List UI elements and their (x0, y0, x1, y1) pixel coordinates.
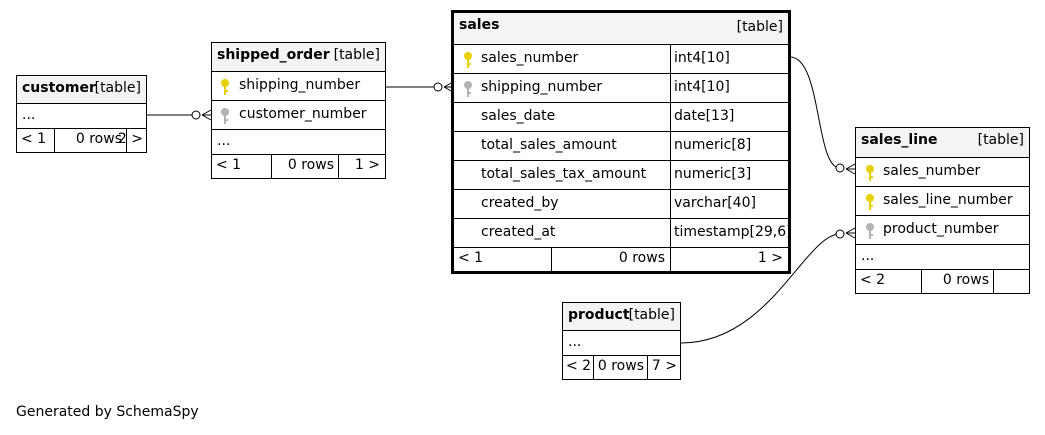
column-name: total_sales_tax_amount (481, 166, 647, 182)
table-type-tag: [table] (333, 47, 380, 63)
row-count: 0 rows (552, 248, 671, 271)
column-name: created_by (481, 195, 559, 211)
column-name: sales_number (883, 163, 981, 179)
parents-count[interactable]: < 1 (212, 155, 272, 178)
column-name: created_at (481, 224, 556, 240)
column-row[interactable]: shipping_number int4[10] (454, 73, 788, 102)
parents-count[interactable]: < 2 (563, 356, 594, 379)
column-name: product_number (883, 221, 999, 237)
column-type: int4[10] (674, 50, 730, 66)
column-name: sales_number (481, 50, 579, 66)
edge-product-sales-line (680, 233, 841, 344)
generator-credit: Generated by SchemaSpy (16, 404, 199, 420)
table-name: customer (22, 80, 96, 96)
table-type-tag: [table] (94, 80, 141, 96)
column-row[interactable]: product_number (856, 215, 1029, 244)
row-count: 0 rows (55, 129, 127, 152)
children-count[interactable]: 1 > (354, 157, 380, 173)
column-type: numeric[3] (674, 166, 752, 182)
table-footer: < 2 0 rows 7 > (563, 355, 680, 379)
column-row[interactable]: created_by varchar[40] (454, 189, 788, 218)
column-row[interactable]: created_at timestamp[29,6] (454, 218, 792, 247)
children-count[interactable] (994, 270, 1029, 293)
columns-ellipsis: ... (856, 244, 1029, 269)
column-name: customer_number (239, 106, 367, 122)
table-name: sales (459, 17, 500, 33)
columns-ellipsis: ... (17, 103, 146, 128)
row-count: 0 rows (594, 356, 648, 379)
table-footer: < 1 0 rows 1 > (212, 154, 385, 178)
column-row[interactable]: sales_date date[13] (454, 102, 788, 131)
parents-count[interactable]: < 2 (856, 270, 922, 293)
table-footer: < 1 0 rows 2 > (17, 128, 146, 152)
columns-ellipsis: ... (212, 129, 385, 154)
edge-crowfoot (845, 163, 856, 175)
column-name: sales_line_number (883, 192, 1013, 208)
edge-optional-marker (835, 163, 845, 173)
column-row[interactable]: sales_number int4[10] (454, 44, 788, 73)
column-type: date[13] (674, 108, 735, 124)
foreign-key-icon (464, 81, 472, 97)
column-row[interactable]: customer_number (212, 100, 385, 129)
table-product[interactable]: product [table] ... < 2 0 rows 7 > (562, 302, 681, 380)
column-type: numeric[8] (674, 137, 752, 153)
edge-sales-sales-line (789, 56, 841, 169)
table-sales-line[interactable]: sales_line [table] sales_number sales_li… (855, 127, 1030, 294)
column-type: timestamp[29,6] (674, 224, 792, 240)
edge-crowfoot (201, 109, 212, 121)
primary-key-icon (866, 194, 874, 210)
column-row[interactable]: sales_number (856, 157, 1029, 186)
column-row[interactable]: total_sales_amount numeric[8] (454, 131, 788, 160)
edge-optional-marker (433, 82, 443, 92)
column-type: int4[10] (674, 79, 730, 95)
columns-ellipsis: ... (563, 330, 680, 355)
column-row[interactable]: sales_line_number (856, 186, 1029, 215)
edge-crowfoot (845, 227, 856, 239)
primary-key-icon (464, 52, 472, 68)
column-row[interactable]: total_sales_tax_amount numeric[3] (454, 160, 788, 189)
table-type-tag: [table] (628, 307, 675, 323)
table-type-tag: [table] (977, 132, 1024, 148)
table-customer[interactable]: customer [table] ... < 1 0 rows 2 > (16, 75, 147, 153)
primary-key-icon (866, 165, 874, 181)
table-shipped-order[interactable]: shipped_order [table] shipping_number cu… (211, 42, 386, 179)
edge-optional-marker (835, 229, 845, 239)
foreign-key-icon (866, 223, 874, 239)
parents-count[interactable]: < 1 (17, 129, 55, 152)
table-header: product [table] (563, 303, 680, 330)
children-count[interactable]: 7 > (651, 358, 677, 374)
column-row[interactable]: shipping_number (212, 71, 385, 100)
table-sales[interactable]: sales [table] sales_number int4[10] ship… (451, 10, 792, 274)
children-count[interactable]: 1 > (757, 250, 783, 266)
primary-key-icon (221, 79, 229, 95)
edge-optional-marker (191, 110, 201, 120)
column-name: shipping_number (481, 79, 603, 95)
children-count[interactable]: 2 > (117, 131, 143, 147)
table-footer: < 2 0 rows (856, 269, 1029, 293)
table-name: shipped_order (217, 47, 330, 63)
column-type: varchar[40] (674, 195, 756, 211)
table-footer: < 1 0 rows 1 > (454, 247, 788, 271)
column-name: sales_date (481, 108, 556, 124)
table-name: sales_line (861, 132, 938, 148)
foreign-key-icon (221, 108, 229, 124)
table-name: product (568, 307, 630, 323)
table-header: shipped_order [table] (212, 43, 385, 71)
column-name: total_sales_amount (481, 137, 617, 153)
row-count: 0 rows (272, 155, 339, 178)
parents-count[interactable]: < 1 (454, 248, 552, 271)
table-header: customer [table] (17, 76, 146, 103)
table-header: sales_line [table] (856, 128, 1029, 157)
column-name: shipping_number (239, 77, 361, 93)
table-type-tag: [table] (736, 19, 783, 35)
table-header: sales [table] (454, 13, 788, 44)
row-count: 0 rows (922, 270, 994, 293)
